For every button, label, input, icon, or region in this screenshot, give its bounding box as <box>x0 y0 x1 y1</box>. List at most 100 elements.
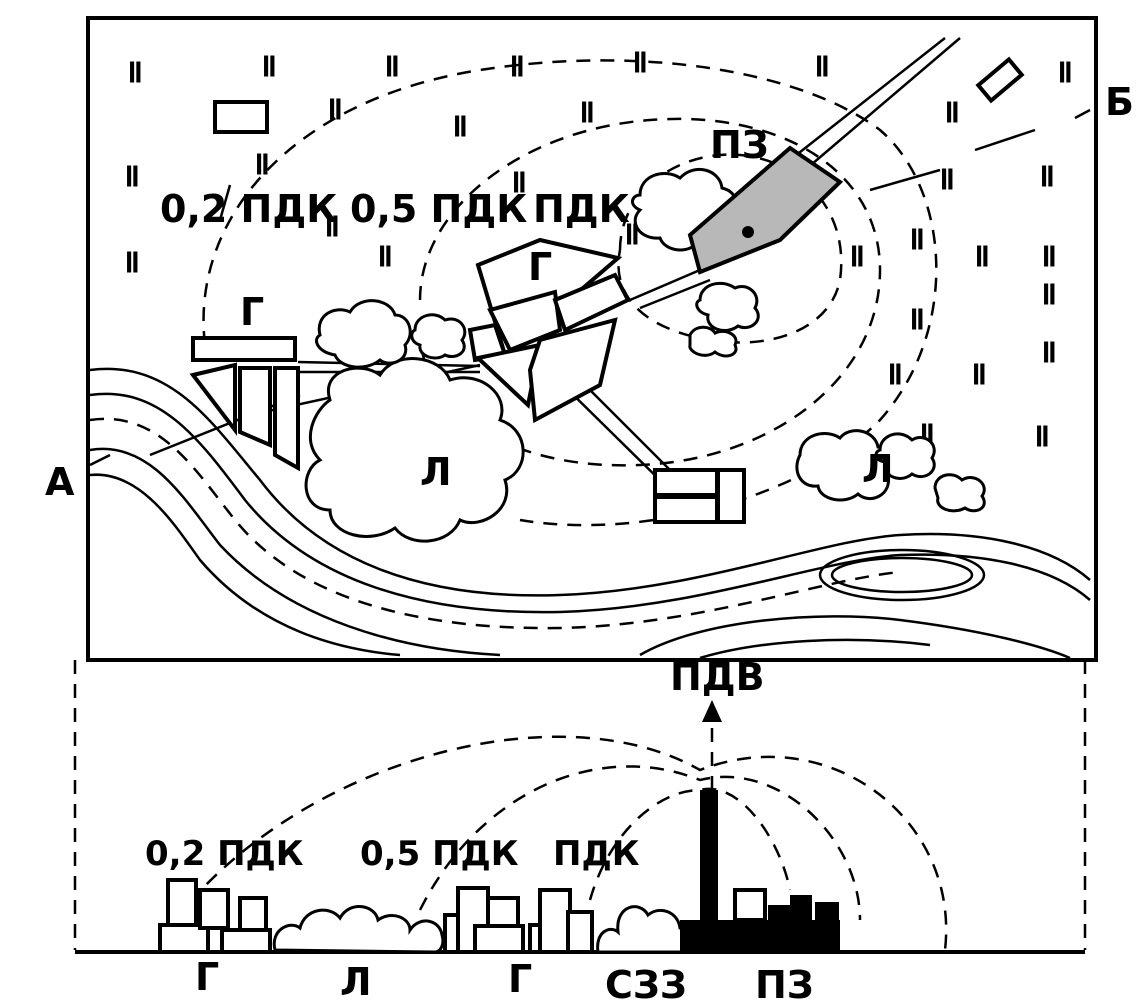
profile-houses-left <box>158 878 272 954</box>
label-g-left-plan: Г <box>240 290 264 334</box>
label-szz-profile: СЗЗ <box>605 963 687 1007</box>
grass-icon: ǁ <box>633 49 648 74</box>
railway-2 <box>804 37 961 171</box>
section-line-b2 <box>974 128 1036 152</box>
grass-icon: ǁ <box>512 169 527 194</box>
forest-small-2 <box>410 313 467 360</box>
grass-icon: ǁ <box>453 113 468 138</box>
forest-pz-small <box>688 325 738 358</box>
grass-icon: ǁ <box>128 59 143 84</box>
profile-isoline-pdk <box>588 787 792 901</box>
pollution-isolines <box>202 59 938 527</box>
label-05-pdk-plan: 0,5 ПДК <box>350 187 527 231</box>
grass-icon: ǁ <box>850 243 865 268</box>
label-pdv: ПДВ <box>670 655 765 699</box>
section-line-b1 <box>869 168 941 192</box>
profile-szz-greenery <box>596 905 692 954</box>
profile-forest <box>272 905 445 954</box>
buildings <box>189 56 1025 524</box>
road-ne-2 <box>639 278 711 310</box>
forest-center <box>304 357 525 543</box>
label-g-right-profile: Г <box>508 957 532 1001</box>
island-inner <box>830 556 974 594</box>
river-bank-1 <box>89 367 1091 597</box>
label-forest-center-plan: Л <box>420 450 452 494</box>
river-bank-3 <box>89 447 501 657</box>
label-pdk-profile: ПДК <box>553 834 640 874</box>
label-point-b: Б <box>1105 80 1134 124</box>
label-02-pdk-plan: 0,2 ПДК <box>160 187 337 231</box>
pdv-arrow <box>702 700 722 722</box>
house-c3 <box>486 896 520 928</box>
house-c4 <box>473 924 525 954</box>
house-l2 <box>166 878 198 927</box>
isoline-02-pdk <box>202 59 938 527</box>
profile-houses-center <box>443 886 594 954</box>
grass-icon: ǁ <box>580 99 595 124</box>
label-g-center-plan: Г <box>528 245 552 289</box>
grass-icon: ǁ <box>378 243 393 268</box>
label-point-a: А <box>45 460 75 504</box>
label-pdk-plan: ПДК <box>533 187 630 231</box>
profile-isoline-05 <box>418 765 862 921</box>
isoline-pdk <box>617 153 843 344</box>
forest-pz-right <box>695 281 760 332</box>
label-forest-profile: Л <box>340 960 372 1004</box>
grass-icon: ǁ <box>910 306 925 331</box>
building-south-c <box>716 468 746 524</box>
house-l5 <box>238 896 268 932</box>
grass-icon: ǁ <box>1042 339 1057 364</box>
building-left-top <box>191 336 297 362</box>
grass-icon: ǁ <box>1058 59 1073 84</box>
grass-icon: ǁ <box>940 166 955 191</box>
grass-icon: ǁ <box>1042 281 1057 306</box>
river-bay-2 <box>699 638 931 660</box>
profile-view: ПДВ 0,2 ПДК 0,5 ПДК ПДК Г Л Г СЗЗ ПЗ <box>73 655 1087 1007</box>
river <box>89 367 1091 660</box>
building-nw <box>213 100 269 134</box>
building-left-b <box>238 366 272 449</box>
grass-icon: ǁ <box>910 226 925 251</box>
grass-icon: ǁ <box>262 53 277 78</box>
grass-icon: ǁ <box>385 53 400 78</box>
grass-icon: ǁ <box>125 249 140 274</box>
building-south-a <box>653 468 719 497</box>
forest-small-1 <box>315 299 412 369</box>
river-bank-4 <box>89 473 401 657</box>
building-center-east <box>552 272 631 333</box>
grass-icon: ǁ <box>975 243 990 268</box>
building-left-a <box>189 362 237 436</box>
profile-isoline-02 <box>174 735 948 951</box>
industry-block-2 <box>768 905 790 925</box>
forest-right-1 <box>795 429 897 502</box>
island-outer <box>818 548 986 602</box>
section-line-a <box>89 453 111 467</box>
leader-02 <box>218 184 232 221</box>
label-pz-plan: ПЗ <box>710 123 769 167</box>
label-pz-profile: ПЗ <box>755 963 814 1007</box>
house-l3 <box>198 888 230 930</box>
label-02-pdk-profile: 0,2 ПДК <box>145 834 304 874</box>
house-c7 <box>566 910 594 954</box>
isoline-05-pdk <box>418 117 882 467</box>
building-ne <box>975 56 1025 104</box>
industry-block-1 <box>733 888 767 922</box>
grass-icon: ǁ <box>972 361 987 386</box>
building-center-wing <box>487 289 563 353</box>
profile-industry <box>680 790 840 952</box>
railway-1 <box>789 37 946 161</box>
house-c6 <box>538 888 572 954</box>
grass-icon: ǁ <box>815 53 830 78</box>
river-bay-1 <box>639 615 1071 660</box>
label-forest-right-plan: Л <box>862 447 894 491</box>
building-south-b <box>653 495 719 524</box>
river-centerline <box>89 417 901 630</box>
grass-icon: ǁ <box>325 213 340 238</box>
building-center-south-b <box>527 317 618 424</box>
industrial-enterprise-pz <box>687 145 844 275</box>
industry-base <box>680 920 840 952</box>
forest-right-2 <box>874 432 936 480</box>
